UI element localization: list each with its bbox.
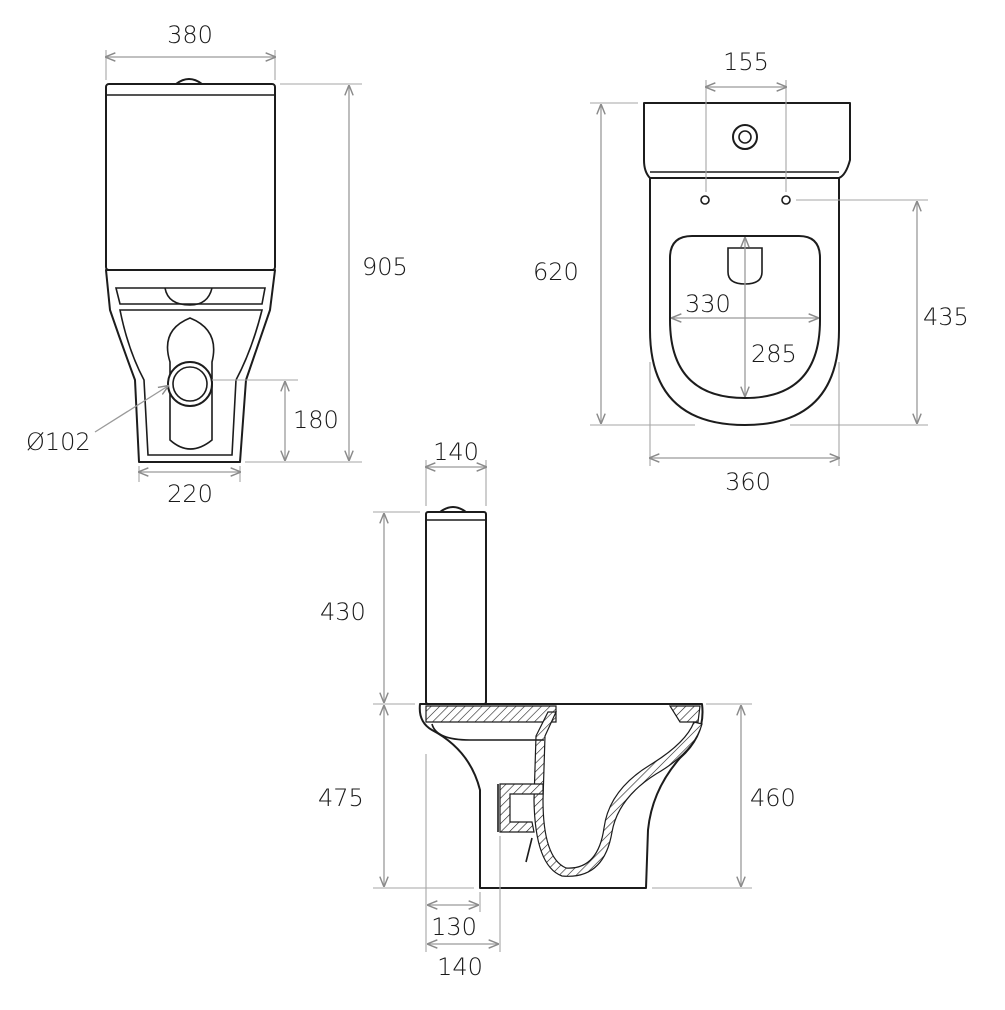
dim-cistern-depth: 140 [433,438,479,466]
top-dimensions: 155 620 330 285 435 360 [533,48,969,496]
dim-overall-depth: 620 [533,258,579,286]
dim-base-width: 220 [167,480,213,508]
side-dimensions: 140 430 475 460 130 140 [318,438,796,981]
dim-outlet-setback-b: 140 [437,953,483,981]
dim-outlet-diameter: Ø102 [26,428,91,456]
dim-bowl-width: 360 [725,468,771,496]
dim-fixing-centres: 155 [723,48,769,76]
front-view [105,78,276,463]
dim-overall-height: 905 [362,253,408,281]
dim-cistern-height: 430 [320,598,366,626]
dim-seat-height: 475 [318,784,364,812]
front-dimensions: 380 905 180 Ø102 220 [26,21,408,508]
dim-seat-opening-width: 330 [685,290,731,318]
top-view [643,102,851,426]
dim-overall-width: 380 [167,21,213,49]
dim-fixing-to-front: 435 [923,303,969,331]
dim-outlet-setback-a: 130 [431,913,477,941]
dim-pan-height: 460 [750,784,796,812]
dim-outlet-height: 180 [293,406,339,434]
side-view [418,506,704,889]
dim-seat-opening-depth: 285 [751,340,797,368]
